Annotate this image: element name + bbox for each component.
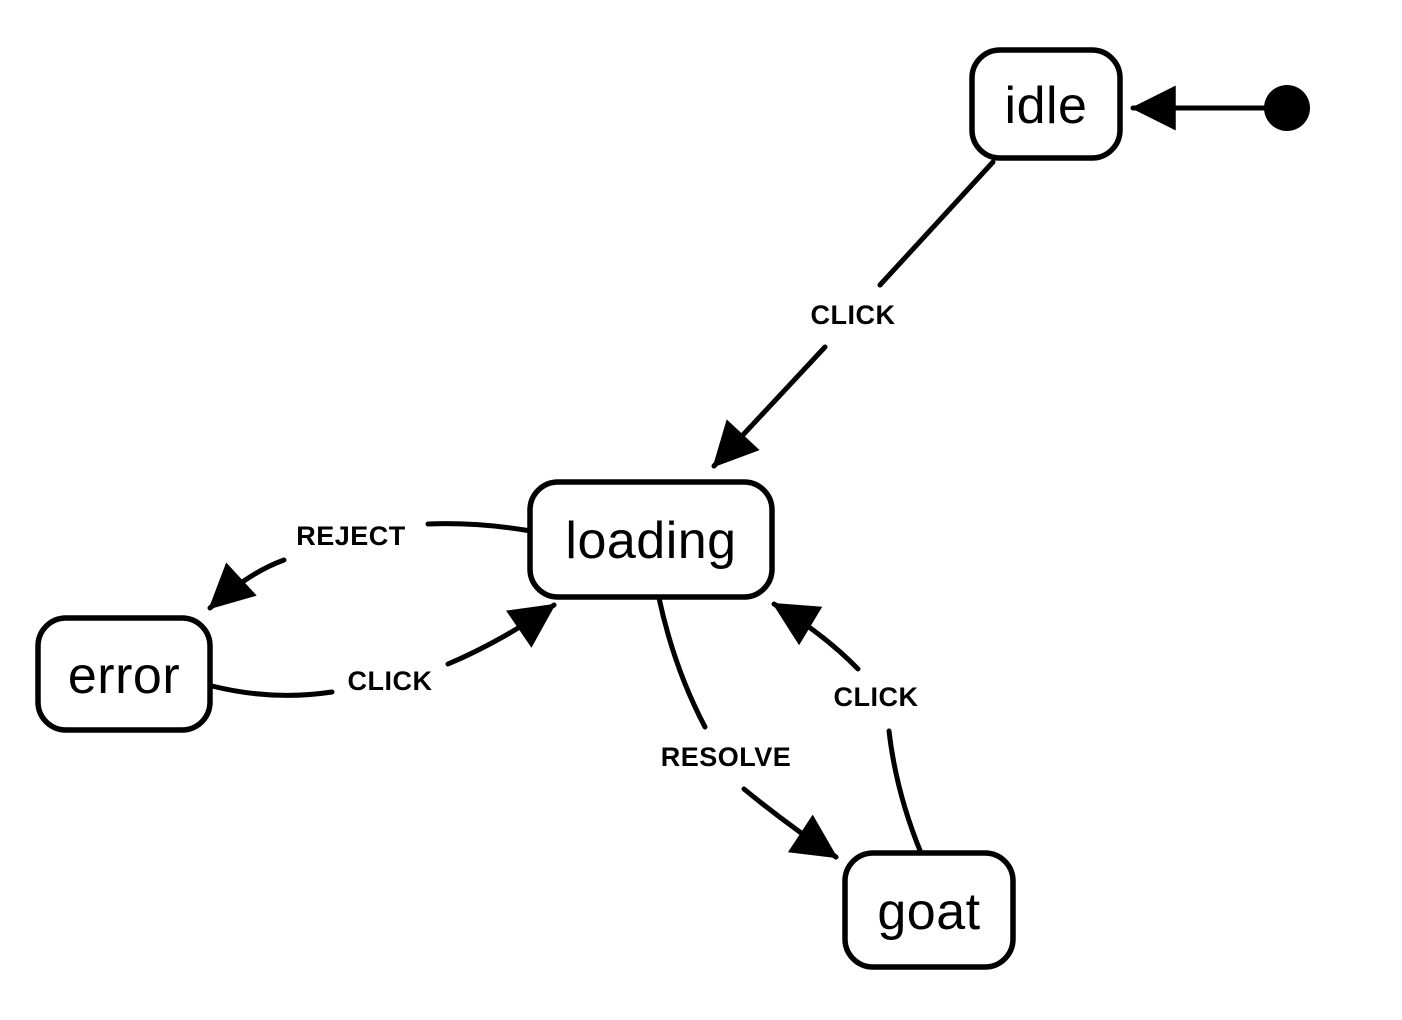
state-label-loading: loading	[565, 512, 736, 570]
transition-label-click-error-loading: CLICK	[348, 666, 433, 696]
state-node-goat: goat	[842, 850, 1016, 970]
transition-loading-to-error: REJECT	[207, 521, 534, 611]
state-label-error: error	[68, 647, 180, 705]
transition-loading-to-error-line-end	[207, 557, 287, 611]
transition-loading-to-error-line-start	[425, 521, 534, 534]
transition-loading-to-goat: RESOLVE	[656, 595, 839, 860]
state-label-goat: goat	[877, 883, 980, 941]
transition-error-to-loading-line-end	[445, 602, 557, 667]
transition-error-to-loading-line-start	[209, 683, 335, 698]
state-box-loading	[527, 479, 775, 600]
transition-label-reject: REJECT	[296, 521, 406, 551]
state-box-error	[35, 615, 213, 733]
initial-state-marker	[1130, 85, 1310, 131]
state-box-goat	[842, 850, 1016, 970]
transition-loading-to-goat-line-end	[741, 786, 839, 860]
transition-goat-to-loading: CLICK	[771, 601, 924, 856]
transition-label-click-goat-loading: CLICK	[834, 682, 919, 712]
transition-loading-to-goat-line-start	[656, 595, 708, 730]
state-node-error: error	[35, 615, 213, 733]
state-node-idle: idle	[969, 47, 1123, 161]
transition-idle-to-loading-line-start	[877, 159, 996, 288]
state-node-loading: loading	[527, 479, 775, 600]
initial-state-dot	[1264, 85, 1310, 131]
transition-goat-to-loading-line-end	[771, 601, 861, 672]
transition-goat-to-loading-line-start	[886, 728, 924, 856]
transition-idle-to-loading: CLICK	[711, 159, 996, 469]
state-box-idle	[969, 47, 1123, 161]
transition-error-to-loading: CLICK	[209, 602, 557, 698]
transition-label-click-idle-loading: CLICK	[811, 300, 896, 330]
state-label-idle: idle	[1005, 77, 1088, 135]
transition-label-resolve: RESOLVE	[661, 742, 792, 772]
transition-idle-to-loading-line-end	[711, 344, 828, 469]
